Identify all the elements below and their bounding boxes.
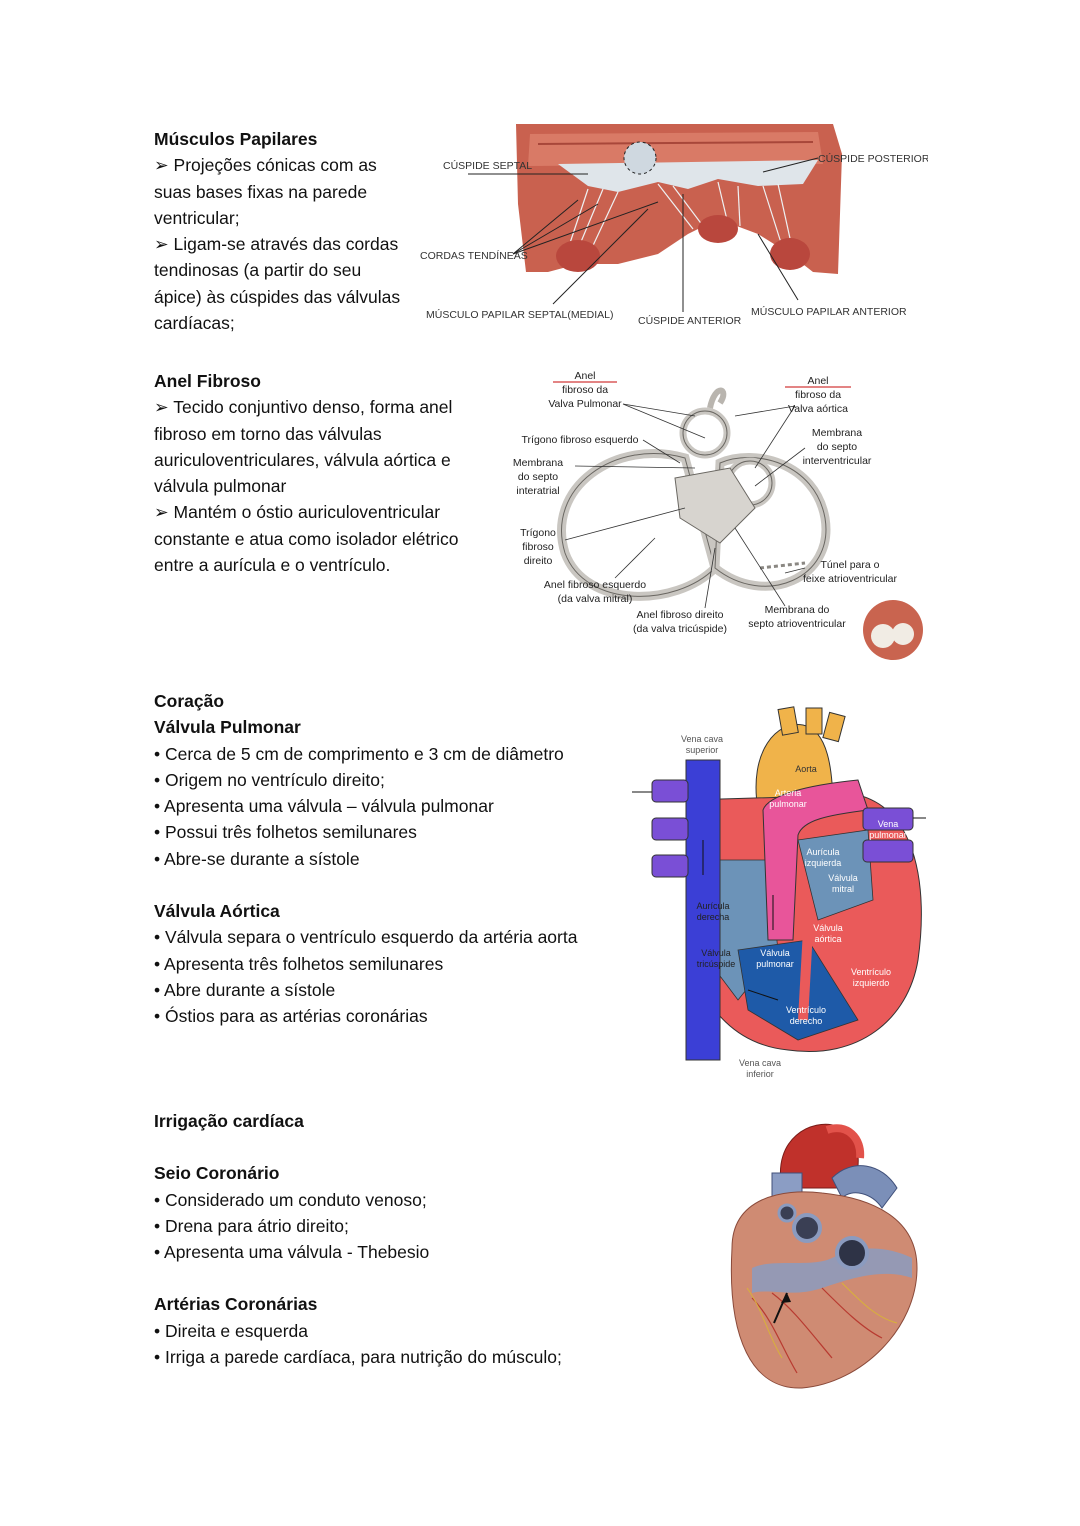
arterias-bullet-1: • Direita e esquerda [154,1320,308,1341]
seio-bullet-1: • Considerado um conduto venoso; [154,1189,427,1210]
label-membrana-interatrial-2: do septo [518,471,558,483]
label-vena-cava-inferior-2: inferior [746,1069,774,1079]
heart-chambers-figure: Aorta Arteria pulmonar Vena pulmonar Aur… [628,700,928,1085]
pulmonar-bullet-5: • Abre-se durante a sístole [154,848,360,869]
aortica-title: Válvula Aórtica [154,901,280,922]
label-membrana-interventricular-2: do septo [817,441,857,453]
papilares-bullet-1: ➢ Projeções cónicas com as suas bases fi… [154,155,377,228]
aortica-bullet-4: • Óstios para as artérias coronárias [154,1006,428,1027]
label-auricula-izquierda-1: Aurícula [806,847,839,857]
label-anel-pulmonar-2: fibroso da [562,384,608,396]
pulmonar-bullet-3: • Apresenta uma válvula – válvula pulmon… [154,796,494,817]
label-trigono-direito-1: Trígono [520,527,556,539]
aortica-bullet-3: • Abre durante a sístole [154,979,336,1000]
papilares-title: Músculos Papilares [154,129,318,149]
label-vena-pulmonar-1: Vena [878,819,899,829]
label-anel-pulmonar-1: Anel [574,370,595,382]
label-vena-cava-inferior-1: Vena cava [739,1058,781,1068]
anel-text: Anel Fibroso ➢ Tecido conjuntivo denso, … [154,368,484,578]
label-cuspide-anterior: CÚSPIDE ANTERIOR [638,314,742,327]
label-valvula-mitral-2: mitral [832,884,854,894]
label-tunel-2: feixe atrioventricular [803,573,897,585]
label-vena-cava-superior-1: Vena cava [681,734,723,744]
label-ventriculo-izquierdo-1: Ventrículo [851,967,891,977]
label-valvula-aortica-2: aórtica [814,934,841,944]
papilares-text: Músculos Papilares ➢ Projeções cónicas c… [154,126,409,336]
label-ventriculo-derecho-1: Ventrículo [786,1005,826,1015]
label-valvula-tricuspide-1: Válvula [701,948,731,958]
label-cuspide-posterior: CÚSPIDE POSTERIOR [818,152,928,165]
label-musculo-papilar-septal: MÚSCULO PAPILAR SEPTAL(MEDIAL) [426,308,614,321]
label-anel-pulmonar-3: Valva Pulmonar [548,398,622,410]
label-vena-cava-superior-2: superior [686,745,719,755]
label-membrana-interatrial-1: Membrana [513,457,563,469]
label-valvula-mitral-1: Válvula [828,873,858,883]
label-tunel-1: Túnel para o [821,559,880,571]
seio-title: Seio Coronário [154,1163,280,1184]
coracao-title: Coração [154,691,225,711]
seio-bullet-2: • Drena para átrio direito; [154,1215,349,1236]
label-membrana-interventricular-1: Membrana [812,427,862,439]
seio-bullet-3: • Apresenta uma válvula - Thebesio [154,1242,430,1263]
irrigacao-text: Irrigação cardíaca Seio Coronário • Cons… [154,1108,614,1370]
label-arteria-pulmonar-2: pulmonar [769,799,807,809]
label-vena-pulmonar-2: pulmonar [869,830,907,840]
label-anel-direito-1: Anel fibroso direito [637,609,724,621]
label-valvula-pulmonar-1: Válvula [760,948,790,958]
label-cordas-tendineas: CORDAS TENDÍNEAS [420,249,528,262]
label-auricula-derecha-1: Aurícula [696,901,729,911]
label-aorta: Aorta [795,764,817,774]
pulmonar-bullet-2: • Origem no ventrículo direito; [154,769,385,790]
label-anel-esquerdo-2: (da valva mitral) [558,593,633,605]
label-musculo-papilar-anterior: MÚSCULO PAPILAR ANTERIOR [751,305,907,318]
label-trigono-direito-2: fibroso [522,541,554,553]
label-arteria-pulmonar-1: Arteria [775,788,802,798]
label-anel-aortica-2: fibroso da [795,389,841,401]
pulmonar-bullet-1: • Cerca de 5 cm de comprimento e 3 cm de… [154,743,564,764]
label-ventriculo-derecho-2: derecho [790,1016,823,1026]
label-membrana-interventricular-3: interventricular [803,455,872,467]
pulmonar-title: Válvula Pulmonar [154,717,301,738]
label-membrana-interatrial-3: interatrial [516,485,559,497]
coronary-heart-figure [712,1118,932,1398]
papillary-muscles-figure: CÚSPIDE SEPTAL CÚSPIDE POSTERIOR CORDAS … [418,124,928,334]
label-anel-esquerdo-1: Anel fibroso esquerdo [544,579,646,591]
label-auricula-izquierda-2: izquierda [805,858,842,868]
label-membrana-av-1: Membrana do [765,604,830,616]
label-ventriculo-izquierdo-2: izquierdo [853,978,890,988]
label-valvula-aortica-1: Válvula [813,923,843,933]
irrigacao-title: Irrigação cardíaca [154,1111,304,1131]
label-valvula-pulmonar-2: pulmonar [756,959,794,969]
aortica-bullet-1: • Válvula separa o ventrículo esquerdo d… [154,927,578,948]
anel-bullet-2: ➢ Mantém o óstio auriculoventricular con… [154,502,459,576]
arterias-bullet-2: • Irriga a parede cardíaca, para nutriçã… [154,1347,562,1368]
papilares-bullet-2: ➢ Ligam-se através das cordas tendinosas… [154,234,401,334]
aortica-bullet-2: • Apresenta três folhetos semilunares [154,953,444,974]
label-trigono-direito-3: direito [524,555,553,567]
label-valvula-tricuspide-2: tricúspide [697,959,736,969]
anel-title: Anel Fibroso [154,371,261,391]
label-anel-aortica-1: Anel [807,375,828,387]
fibrous-ring-figure: Anel fibroso da Valva Pulmonar Anel fibr… [505,368,925,666]
label-auricula-derecha-2: derecha [697,912,730,922]
label-cuspide-septal: CÚSPIDE SEPTAL [443,159,532,172]
label-trigono-esquerdo: Trígono fibroso esquerdo [522,434,639,446]
label-anel-direito-2: (da valva tricúspide) [633,623,727,635]
label-anel-aortica-3: Valva aórtica [788,403,848,415]
arterias-title: Artérias Coronárias [154,1294,318,1315]
coracao-text: Coração Válvula Pulmonar • Cerca de 5 cm… [154,688,614,1030]
label-membrana-av-2: septo atrioventricular [748,618,846,630]
pulmonar-bullet-4: • Possui três folhetos semilunares [154,822,417,843]
anel-bullet-1: ➢ Tecido conjuntivo denso, forma anel fi… [154,397,453,497]
